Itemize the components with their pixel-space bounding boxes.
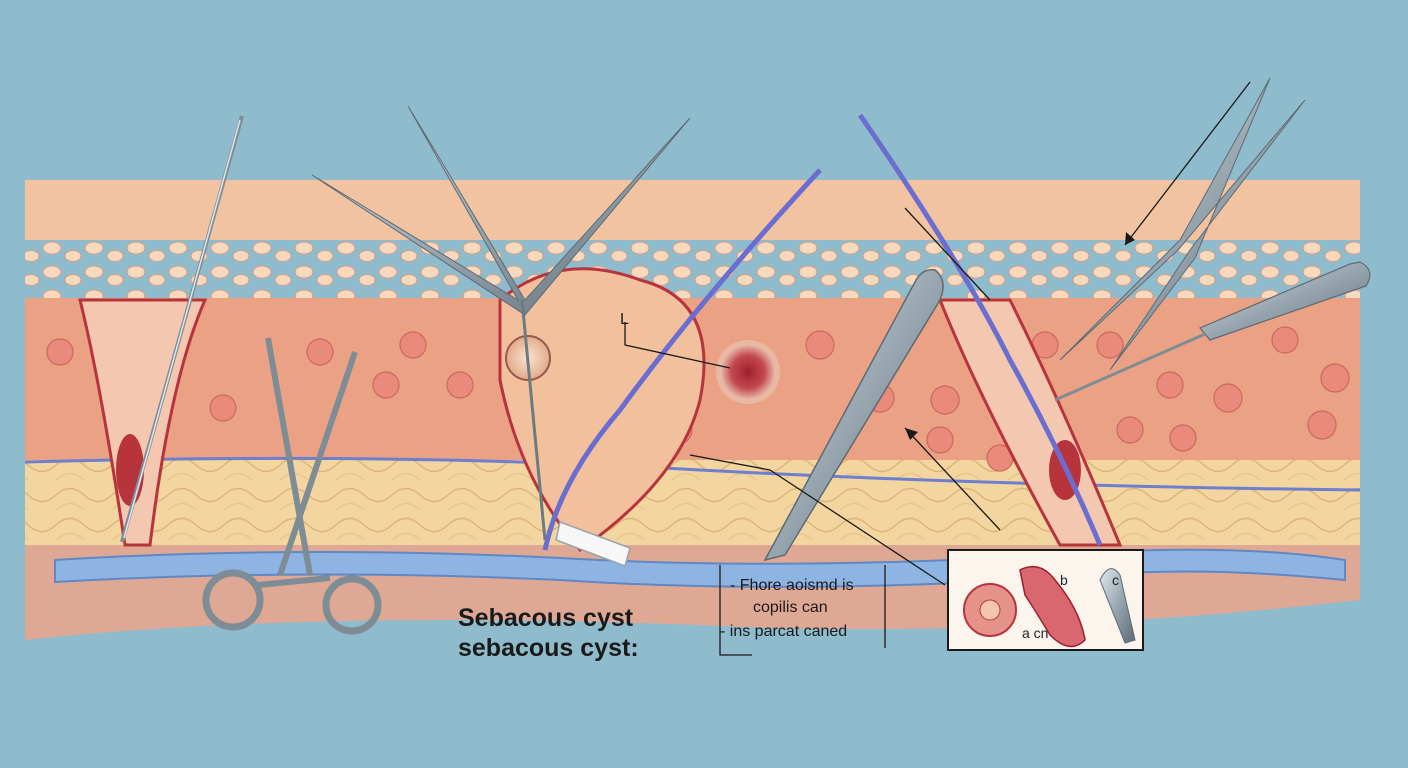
- caption-subtitle: sebacous cyst:: [458, 633, 639, 663]
- inset-label-b: b: [1060, 572, 1068, 588]
- inset-cyst-core: [980, 600, 1000, 620]
- stratum-corneum: [25, 180, 1360, 240]
- epidermis-cells: [25, 240, 1360, 298]
- follicle-bulb-left: [116, 434, 144, 506]
- note-line-2: copilis can: [753, 598, 828, 618]
- inset-label-acn: a cn: [1022, 625, 1048, 641]
- sebaceous-cyst-lesion: [718, 342, 778, 402]
- marker-label: L: [620, 310, 629, 330]
- inset-label-c: c: [1112, 572, 1119, 588]
- caption-title: Sebacous cyst: [458, 603, 633, 633]
- subcutaneous-fat: [25, 460, 1360, 545]
- note-line-3: - ins parcat caned: [720, 622, 847, 642]
- note-line-1: - Fhore aoismd is: [730, 576, 854, 596]
